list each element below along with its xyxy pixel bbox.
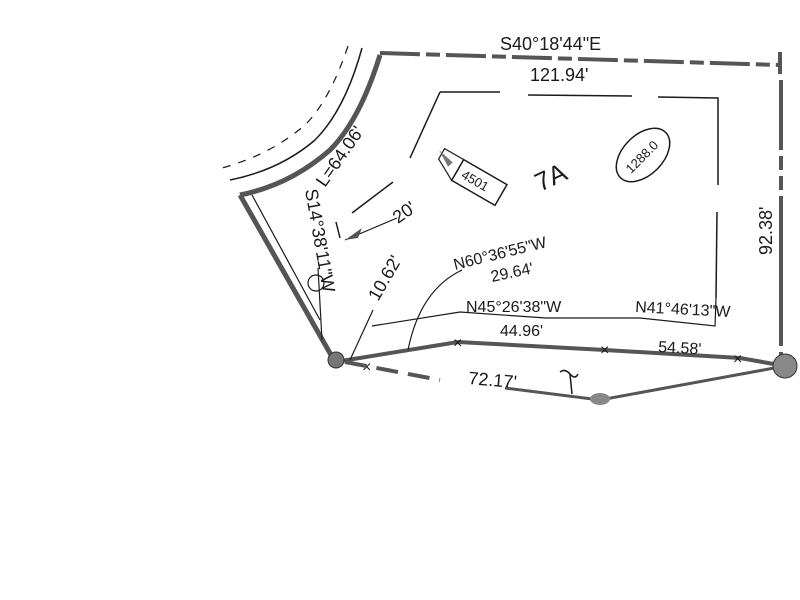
svg-text:×: × [362,359,371,376]
rear-distance-1: 29.64' [489,260,535,286]
left-bearing-label: S14°38'11"W [301,187,339,294]
right-distance-label: 92.38' [756,207,776,255]
monument-southeast [772,353,798,379]
leader-line-10-62 [349,309,374,361]
rear-boundary-line: × × × × [334,335,786,376]
svg-text:×: × [600,342,609,359]
svg-text:×: × [453,335,462,352]
setback-arrow [335,217,398,241]
leader-line-29-64 [407,269,463,351]
creek-distance-label: 72.17' [468,368,518,392]
point-circle [307,274,325,292]
rear-distance-3: 54.58' [658,339,702,358]
rear-bearing-2: N45°26'38"W [466,299,562,316]
monument-creek [590,393,610,405]
elevation-badge: 1288.0 [615,127,671,183]
rear-distance-2: 44.96' [500,323,543,340]
top-distance-label: 121.94' [530,65,589,85]
rear-setback-line [371,297,717,327]
lot-label: 7A [530,157,572,198]
house-number-tag: 4501 [437,147,509,207]
creek-line [344,360,786,402]
svg-text:×: × [733,351,742,368]
top-boundary-line [379,51,782,74]
top-bearing-label: S40°18'44"E [500,34,601,54]
setback-label: 20' [389,197,420,227]
monument-southwest [327,351,345,369]
road-curve [221,45,383,198]
leader-line-circle [317,267,323,341]
setback-box [351,91,719,299]
left-boundary-line [237,193,338,364]
rear-bearing-3: N41°46'13"W [635,299,732,321]
left-distance-label: 10.62' [364,252,406,304]
